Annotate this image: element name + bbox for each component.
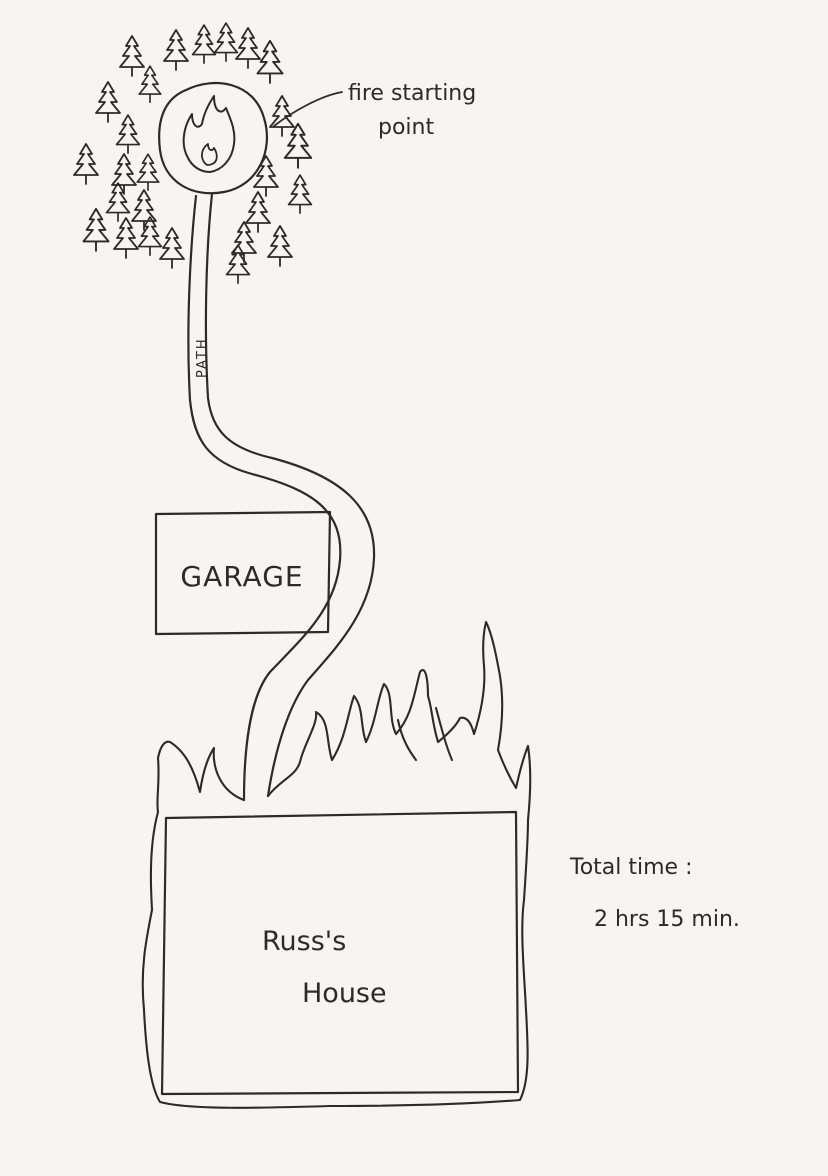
pine-tree-icon (163, 29, 189, 71)
flame-icon (182, 95, 236, 173)
forest (73, 22, 313, 284)
pine-tree-icon (191, 24, 217, 64)
house-label: Russ's House (262, 926, 387, 1009)
garage (154, 510, 332, 636)
pine-tree-icon (95, 81, 121, 123)
path (187, 192, 376, 802)
pine-tree-icon (267, 225, 293, 267)
pine-tree-icon (115, 114, 141, 154)
pine-tree-icon (159, 227, 185, 269)
fire-start-clearing (158, 82, 269, 195)
pine-tree-icon (82, 207, 110, 252)
pine-tree-icon (137, 216, 163, 256)
pine-tree-icon (235, 27, 261, 69)
pine-tree-icon (287, 174, 313, 214)
pine-tree-icon (105, 182, 131, 222)
pine-tree-icon (283, 122, 313, 169)
path-label: PATH (195, 337, 210, 378)
pine-tree-icon (256, 39, 284, 84)
total-time-note: Total time : 2 hrs 15 min. (569, 855, 740, 932)
pine-tree-icon (136, 153, 160, 192)
pine-tree-icon (138, 65, 162, 104)
pine-tree-icon (213, 22, 239, 62)
fire-start-label: fire starting point (348, 81, 483, 140)
pine-tree-icon (269, 95, 295, 137)
house (141, 810, 530, 1109)
pine-tree-icon (119, 35, 145, 77)
fire-start-leader-line (273, 91, 343, 127)
pine-tree-icon (113, 217, 139, 259)
pine-tree-icon (253, 155, 279, 197)
pine-tree-icon (225, 244, 251, 284)
pine-tree-icon (131, 189, 157, 231)
garage-label: GARAGE (180, 560, 303, 593)
pine-tree-icon (245, 191, 271, 233)
pine-tree-icon (73, 143, 99, 185)
house-flames (156, 620, 532, 822)
